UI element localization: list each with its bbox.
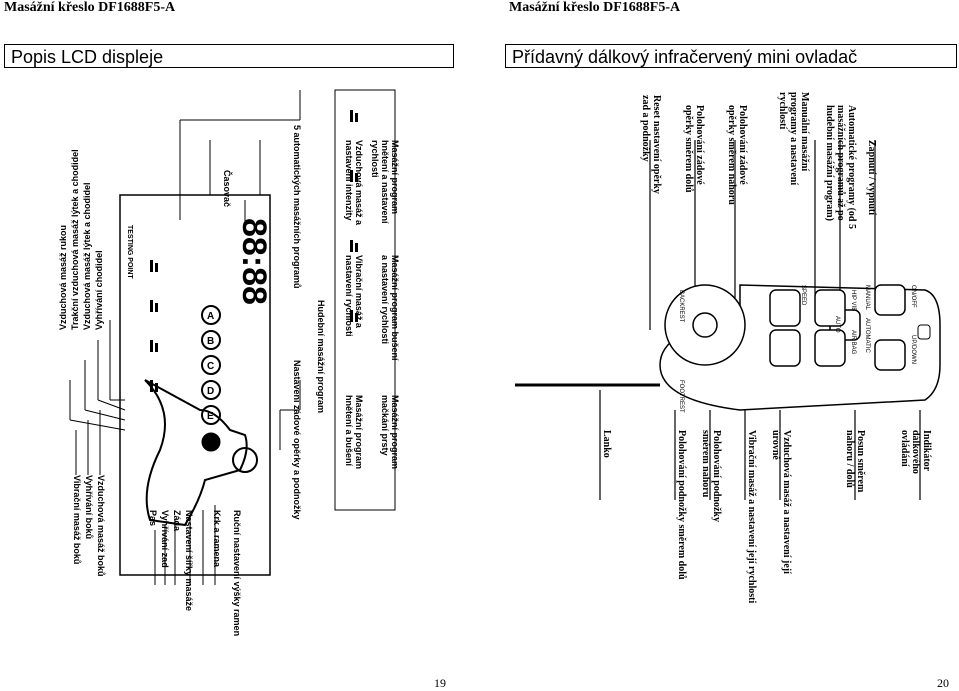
remote-label-backrest: BACKREST [678,290,684,323]
remote-label-hip-vib: HIP VIB [850,290,856,311]
label-indicator: Indikátor dálkového ovládání [899,430,932,474]
label-backrest-down: Polohování zádové opěrky směrem dolů [683,105,705,193]
label-hip-heating: Vyhřívání boků [84,475,94,540]
program-letter-b: B [207,336,214,347]
label-auto-programs: 5 automatických masážních programů [292,125,302,289]
remote-label-footrest: FOOTREST [678,380,684,413]
remote-label-up-down: UP/DOWN [910,335,916,364]
label-vibration-speed-remote: Vibrační masáž a nastavení její rychlost… [746,430,757,604]
label-auto-programs-remote: Automatické programy (od 5 masážních pro… [824,105,857,229]
remote-label-auto: AUTO [834,316,840,333]
remote-label-manual: MANUAL [864,285,870,311]
reset-button [692,312,718,338]
label-backrest-footrest: Nastavení zádové opěrky a podnožky [292,360,302,520]
left-page-number: 19 [434,676,446,690]
program-letter-e: E [207,411,214,422]
label-foot-heating: Vyhřívání chodidel [94,250,104,330]
label-hip-vibration: Vibrační masáž boků [72,475,82,565]
label-music-program: Hudební masážní program [316,300,326,414]
right-section-title: Přídavný dálkový infračervený mini ovlad… [505,44,957,68]
label-footrest-up: Polohování podnožky směrem nahoru [700,430,722,522]
label-air-level: Vzduchová masáž a nastavení její úrovně [770,430,792,574]
label-calf-foot-air: Vzduchová masáž lýtek a chodidel [82,182,92,330]
label-back-heating: Vyhřívání zad [160,510,170,568]
remote-indicator [917,324,931,340]
body-figure [144,379,248,527]
left-header: Masážní křeslo DF1688F5-A [4,0,176,15]
remote-label-automatic: AUTOMATIC [864,318,870,353]
speed-minus-button [769,329,801,367]
testing-point: TESTING POINT [126,225,133,279]
label-reset: Reset nastavení opěrky zad a podnožky [640,95,662,194]
program-letter-c: C [207,361,214,372]
remote-label-speed: SPEED [800,285,806,306]
lcd-display-diagram: 88:88 A B C D E TESTING POINT [69,89,396,585]
label-move-updown: Posun směrem nahoru / dolů [844,430,866,493]
hipvib-plus-button [814,289,846,327]
label-finger-press: Masážní program mačkání prsty [380,395,400,470]
label-waist: Pas [148,510,158,527]
label-knead-tap: Masážní program hnětení a bušení [344,395,364,470]
label-width: Nastavení šířky masáže [184,510,194,612]
remote-diagram: ON/OFF UP/DOWN MANUAL AUTOMATIC AUTO SPEED HIP… [515,140,941,500]
label-air-intensity: Vzduchová masáž a nastavení intenzity [344,140,364,226]
program-circles [201,305,221,452]
lcd-clock: 88:88 [235,218,273,305]
label-hand-air: Vzduchová masáž rukou [58,224,68,330]
label-back: Záda [172,510,182,532]
label-onoff: Zapnutí / vypnutí [866,140,877,216]
label-tap-speed: Masážní program bušení a nastavení rychl… [380,255,400,361]
label-hip-air: Vzduchová masáž boků [96,475,106,577]
label-timer: Časovač [222,170,232,208]
label-cable: Lanko [601,430,612,458]
label-footrest-down: Polohování podnožky směrem dolů [676,430,687,580]
remote-label-air-bag: AIR BAG [850,330,856,355]
label-backrest-up: Polohování zádové opěrky směrem nahoru [726,105,748,205]
remote-label-on-off: ON/OFF [910,285,916,308]
label-traction-air: Trakční vzduchová masáž lýtek a chodidel [70,149,80,330]
right-header: Masážní křeslo DF1688F5-A [509,0,681,15]
program-letter-d: D [207,386,214,397]
label-manual-programs: Manuální masážní programy a nastavení ry… [777,92,810,186]
program-letter-a: A [207,311,214,322]
updown-button [874,339,906,371]
left-section-title: Popis LCD displeje [4,44,454,68]
speed-plus-button [769,289,801,327]
label-neck-shoulders: Krk a ramena [212,510,222,568]
on-off-button [874,284,906,316]
lcd-frame [119,194,271,576]
label-shoulder-height: Ruční nastavení výšky ramen [232,510,242,637]
right-page-number: 20 [937,676,949,690]
remote-buttons [664,284,906,371]
label-knead-speed: Masážní program hnětení a nastavení rych… [370,140,400,224]
lcd-legend-box [334,89,396,511]
airbag-plus-button [814,329,846,367]
label-vibration-speed: Vibrační masáž a nastavení rychlosti [344,255,364,337]
head-figure [232,447,258,473]
